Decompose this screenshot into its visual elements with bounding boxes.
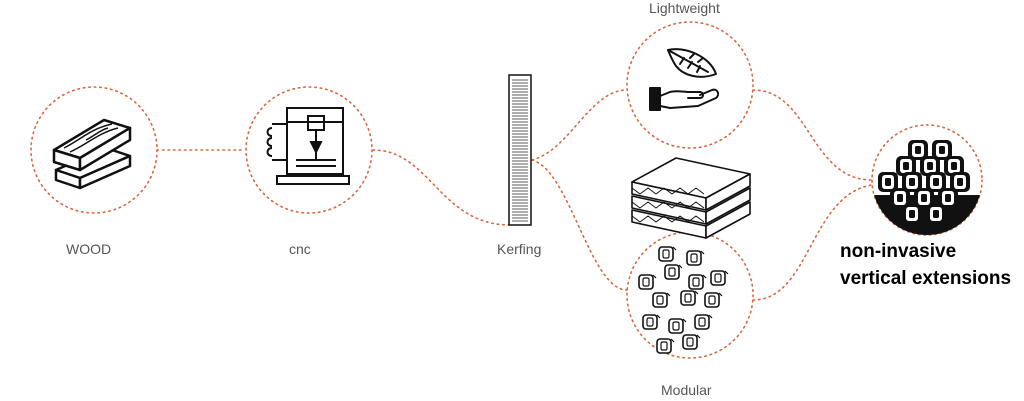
wood-circle bbox=[30, 86, 158, 214]
module-unit bbox=[704, 292, 723, 308]
module-unit bbox=[680, 290, 699, 306]
module-unit bbox=[638, 274, 657, 290]
stacked-modules-icon bbox=[872, 140, 982, 235]
module-unit bbox=[710, 270, 729, 286]
module-unit bbox=[688, 274, 707, 290]
connector-modular-result bbox=[752, 184, 873, 301]
modular-label: Modular bbox=[661, 382, 712, 398]
lightweight-label: Lightweight bbox=[649, 0, 720, 16]
cnc-label: cnc bbox=[289, 241, 311, 257]
module-unit bbox=[682, 334, 701, 350]
module-unit bbox=[686, 250, 705, 266]
wood-planks-icon bbox=[52, 118, 132, 190]
kerfing-label: Kerfing bbox=[497, 241, 542, 257]
connector-kerfing-modular bbox=[531, 159, 628, 291]
connector-lightweight-result bbox=[752, 89, 873, 181]
module-unit bbox=[658, 246, 677, 262]
result-label-line2: vertical extensions bbox=[840, 268, 1012, 289]
module-unit bbox=[642, 314, 661, 330]
module-unit bbox=[694, 314, 713, 330]
module-unit bbox=[652, 292, 671, 308]
wood-label: WOOD bbox=[66, 241, 112, 257]
kerfed-strip-icon bbox=[508, 74, 532, 226]
lightweight-circle bbox=[626, 21, 754, 149]
connector-kerfing-lightweight bbox=[531, 89, 628, 161]
result-label-line1: non-invasive bbox=[840, 241, 957, 262]
cnc-circle bbox=[245, 86, 373, 214]
module-unit bbox=[668, 318, 687, 334]
connector-cnc-kerfing bbox=[372, 149, 511, 226]
module-unit bbox=[656, 338, 675, 354]
feather-in-hand-icon bbox=[649, 48, 720, 111]
modular-units-icon bbox=[638, 246, 729, 354]
result-circle bbox=[871, 124, 983, 236]
stacked-panels-icon bbox=[631, 157, 751, 239]
cnc-machine-icon bbox=[266, 107, 350, 185]
module-unit bbox=[664, 264, 683, 280]
